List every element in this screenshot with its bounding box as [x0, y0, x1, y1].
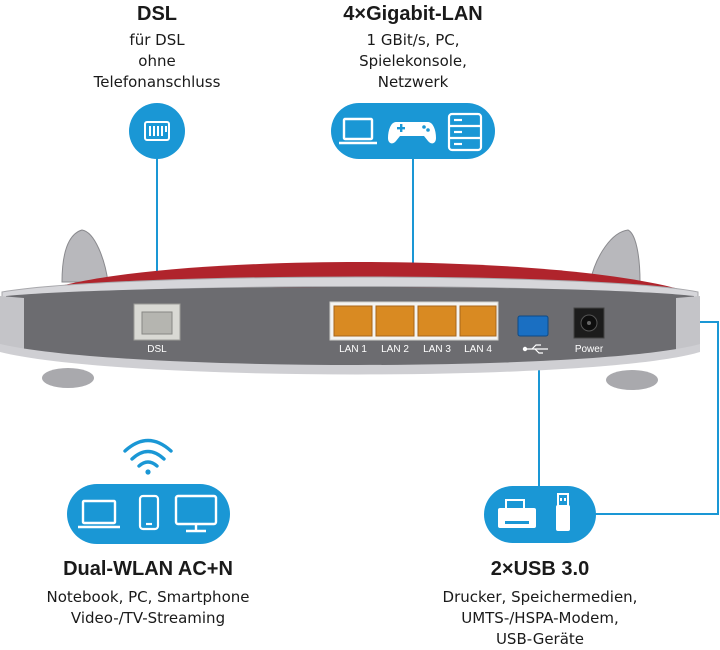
antenna-left — [61, 229, 109, 283]
lan-description: 1 GBit/s, PC, Spielekonsole, Netzwerk — [313, 30, 513, 93]
power-port-label: Power — [574, 344, 604, 355]
antenna-right — [589, 229, 641, 283]
usb-title: 2×USB 3.0 — [490, 558, 590, 580]
dsl-line-2: ohne — [138, 52, 176, 70]
wifi-icon — [123, 438, 173, 475]
lan-port-4 — [459, 305, 497, 337]
lan-title: 4×Gigabit-LAN — [343, 3, 483, 25]
smartphone-icon — [138, 494, 160, 531]
lan-line-1: 1 GBit/s, PC, — [366, 31, 460, 49]
lan4-port-label: LAN 4 — [464, 344, 492, 355]
gamepad-icon — [388, 122, 436, 144]
lan2-port-label: LAN 2 — [381, 344, 409, 355]
usb-symbol — [522, 344, 548, 354]
usb-line-1: Drucker, Speichermedien, — [442, 588, 638, 606]
router-side-left — [0, 296, 24, 354]
router-foot-left — [42, 368, 94, 388]
lan-port-2 — [375, 305, 415, 337]
server-icon — [447, 112, 483, 152]
router-foot-right — [606, 370, 658, 390]
printer-icon — [498, 499, 536, 528]
usb-port — [517, 315, 549, 337]
laptop-icon — [78, 499, 120, 529]
usb-stick-icon — [556, 493, 570, 531]
lan3-port-label: LAN 3 — [423, 344, 451, 355]
wlan-description: Notebook, PC, Smartphone Video-/TV-Strea… — [18, 587, 278, 629]
lan-port-1 — [333, 305, 373, 337]
lan1-port-label: LAN 1 — [339, 344, 367, 355]
lan-port-3 — [417, 305, 457, 337]
dsl-description: für DSL ohne Telefonanschluss — [57, 30, 257, 93]
monitor-icon — [174, 494, 218, 533]
dsl-line-3: Telefonanschluss — [93, 73, 221, 91]
wlan-bubble — [67, 484, 230, 544]
lan-ports — [329, 301, 499, 341]
wlan-title: Dual-WLAN AC+N — [63, 558, 233, 580]
usb-line-3: USB-Geräte — [495, 630, 585, 648]
usb-line-2: UMTS-/HSPA-Modem, — [461, 609, 619, 627]
wlan-line-1: Notebook, PC, Smartphone — [46, 588, 250, 606]
dsl-port-label: DSL — [147, 344, 167, 355]
usb-description: Drucker, Speichermedien, UMTS-/HSPA-Mode… — [420, 587, 660, 650]
lan-line-3: Netzwerk — [377, 73, 449, 91]
router-side-right — [676, 296, 700, 354]
router-bottom-trim — [0, 344, 700, 375]
dsl-line-1: für DSL — [129, 31, 185, 49]
wlan-line-2: Video-/TV-Streaming — [70, 609, 226, 627]
laptop-icon — [339, 117, 377, 145]
dsl-title: DSL — [137, 3, 177, 25]
dsl-port-icon — [144, 121, 170, 141]
lan-line-2: Spielekonsole, — [359, 52, 467, 70]
dsl-port-jack — [141, 311, 173, 335]
